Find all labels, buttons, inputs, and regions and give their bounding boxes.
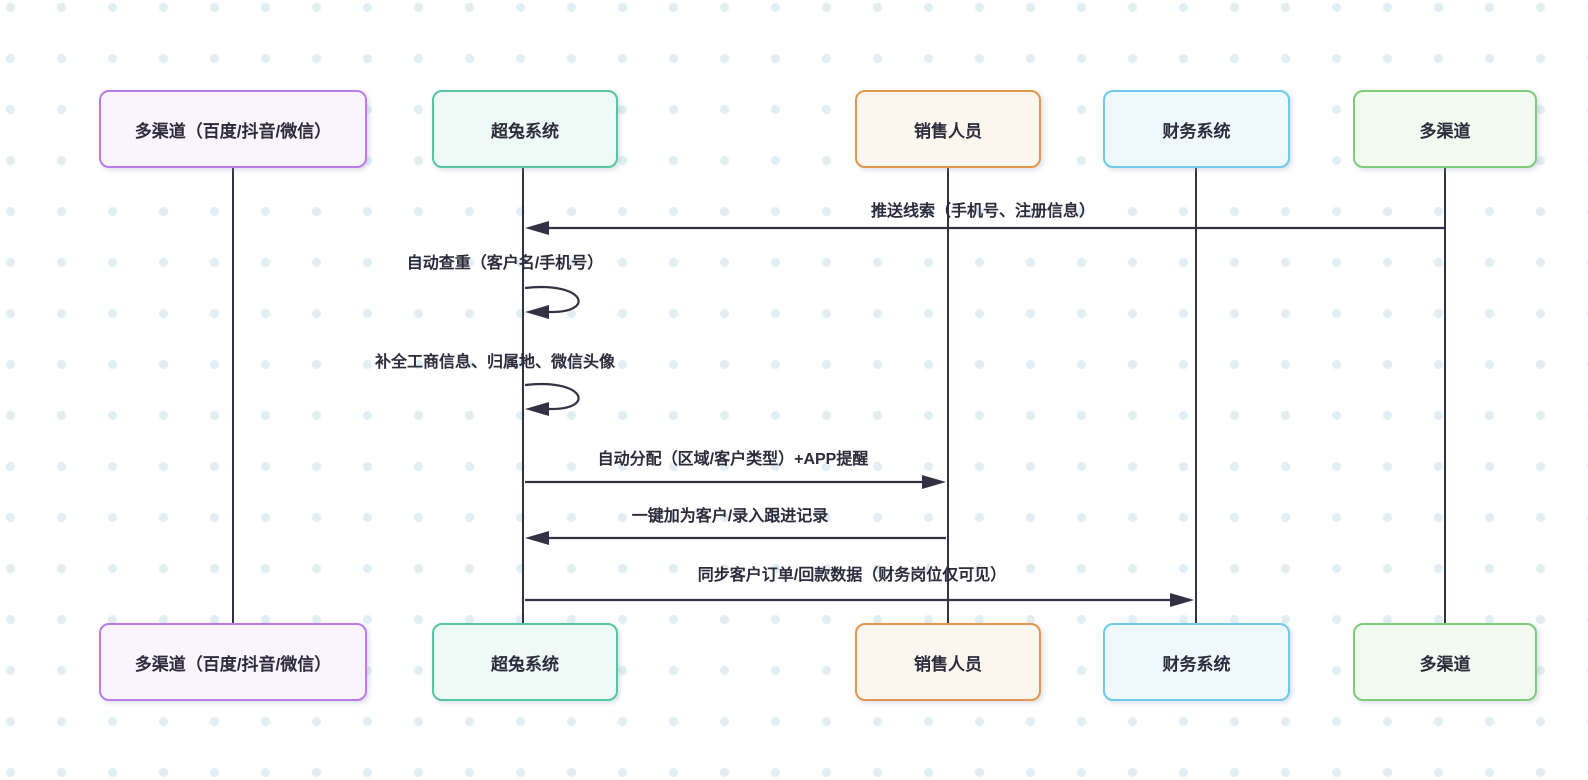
actor-box-channels-detail-top[interactable]: 多渠道（百度/抖音/微信） [99, 90, 367, 168]
message-label-6[interactable]: 同步客户订单/回款数据（财务岗位仅可见） [697, 567, 1007, 584]
actor-box-finance-system-bottom[interactable]: 财务系统 [1103, 623, 1290, 701]
message-label-5[interactable]: 一键加为客户/录入跟进记录 [631, 508, 829, 525]
actor-box-channels-detail-bottom[interactable]: 多渠道（百度/抖音/微信） [99, 623, 367, 701]
self-loop-arrow-3[interactable] [524, 382, 580, 416]
actor-label: 销售人员 [914, 121, 982, 141]
message-label-3[interactable]: 补全工商信息、归属地、微信头像 [374, 354, 616, 371]
actor-label: 多渠道 [1419, 654, 1471, 674]
message-arrow-4[interactable] [525, 475, 946, 489]
actor-label: 多渠道（百度/抖音/微信） [134, 121, 332, 141]
actor-box-chaotu-system-top[interactable]: 超兔系统 [432, 90, 618, 168]
message-arrow-5[interactable] [525, 531, 946, 545]
actor-label: 多渠道（百度/抖音/微信） [134, 654, 332, 674]
actor-box-channels-bottom[interactable]: 多渠道 [1353, 623, 1537, 701]
message-label-2[interactable]: 自动查重（客户名/手机号） [406, 255, 604, 272]
message-label-4[interactable]: 自动分配（区域/客户类型）+APP提醒 [597, 451, 869, 468]
actor-box-sales-staff-top[interactable]: 销售人员 [855, 90, 1041, 168]
actor-label: 财务系统 [1162, 121, 1231, 141]
actor-box-channels-top[interactable]: 多渠道 [1353, 90, 1537, 168]
actor-box-finance-system-top[interactable]: 财务系统 [1103, 90, 1290, 168]
message-arrow-6[interactable] [525, 593, 1194, 607]
actor-box-chaotu-system-bottom[interactable]: 超兔系统 [432, 623, 618, 701]
actor-label: 销售人员 [914, 654, 982, 674]
actor-label: 多渠道 [1419, 121, 1471, 141]
actor-box-sales-staff-bottom[interactable]: 销售人员 [855, 623, 1041, 701]
message-arrow-1[interactable] [525, 221, 1445, 235]
self-loop-arrow-2[interactable] [524, 285, 580, 319]
actor-label: 财务系统 [1162, 654, 1231, 674]
message-label-1[interactable]: 推送线索（手机号、注册信息） [870, 203, 1096, 220]
actor-label: 超兔系统 [491, 121, 559, 141]
actor-label: 超兔系统 [491, 654, 559, 674]
